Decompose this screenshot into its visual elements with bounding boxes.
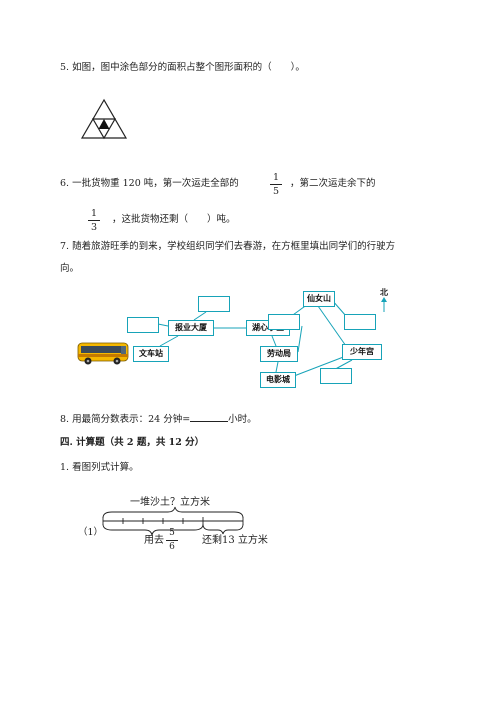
bus-icon	[77, 342, 129, 365]
fraction-numerator: 1	[90, 208, 98, 219]
calc-question-1-title: 1. 看图列式计算。	[60, 462, 139, 473]
direction-answer-box-1[interactable]	[198, 296, 230, 312]
answer-blank[interactable]	[190, 412, 229, 422]
used-fraction: 5 6	[166, 528, 178, 553]
question-5-text: 5. 如图，图中涂色部分的面积占整个图形面积的（ ）。	[60, 62, 305, 73]
bracket-used-label: 用去	[144, 535, 164, 547]
fraction-numerator: 5	[169, 528, 175, 538]
question-6-fraction-1: 1 5	[270, 172, 282, 197]
direction-answer-box-5[interactable]	[320, 368, 352, 384]
direction-answer-box-4[interactable]	[344, 314, 376, 330]
question-7-line1: 7. 随着旅游旺季的到来，学校组织同学们去春游，在方框里填出同学们的行驶方	[60, 241, 396, 252]
question-8-suffix: 小时。	[228, 414, 257, 425]
fraction-bar	[270, 184, 282, 185]
fraction-denominator: 3	[90, 222, 98, 233]
question-7-line2: 向。	[60, 263, 80, 274]
map-label-baoye-building: 报业大厦	[168, 320, 214, 336]
calc-item-number: （1）	[78, 527, 104, 538]
bracket-remaining-label: 还剩13 立方米	[202, 535, 268, 546]
fraction-denominator: 5	[272, 186, 280, 197]
map-label-labor-bureau: 劳动局	[260, 346, 298, 362]
fraction-bar	[88, 220, 100, 221]
fraction-denominator: 6	[169, 542, 175, 552]
north-arrow-icon	[381, 297, 387, 312]
question-6-line1-b: ，第二次运走余下的	[290, 178, 376, 189]
bracket-top-label: 一堆沙土？立方米	[130, 497, 210, 508]
used-prefix: 用去	[144, 535, 164, 546]
question-8-prefix: 8. 用最简分数表示：24 分钟=	[60, 414, 191, 425]
question-6-fraction-2: 1 3	[88, 208, 100, 233]
map-label-cinema: 电影城	[260, 372, 296, 388]
question-6-line1-a: 6. 一批货物重 120 吨，第一次运走全部的	[60, 178, 239, 189]
section-4-title: 四. 计算题（共 2 题，共 12 分）	[60, 437, 205, 448]
map-north-label: 北	[380, 288, 388, 297]
map-label-wenche-station: 文车站	[133, 346, 169, 362]
fraction-bar	[166, 540, 178, 541]
question-6-line2: ，这批货物还剩（ ）吨。	[112, 214, 236, 225]
map-label-xiannushan: 仙女山	[303, 291, 335, 307]
question-8-text: 8. 用最简分数表示：24 分钟= 小时。	[60, 412, 257, 426]
triangle-figure	[80, 98, 128, 140]
direction-answer-box-2[interactable]	[127, 317, 159, 333]
fraction-numerator: 1	[272, 172, 280, 183]
map-label-youth-palace: 少年宫	[342, 344, 382, 360]
direction-answer-box-3[interactable]	[268, 314, 300, 330]
